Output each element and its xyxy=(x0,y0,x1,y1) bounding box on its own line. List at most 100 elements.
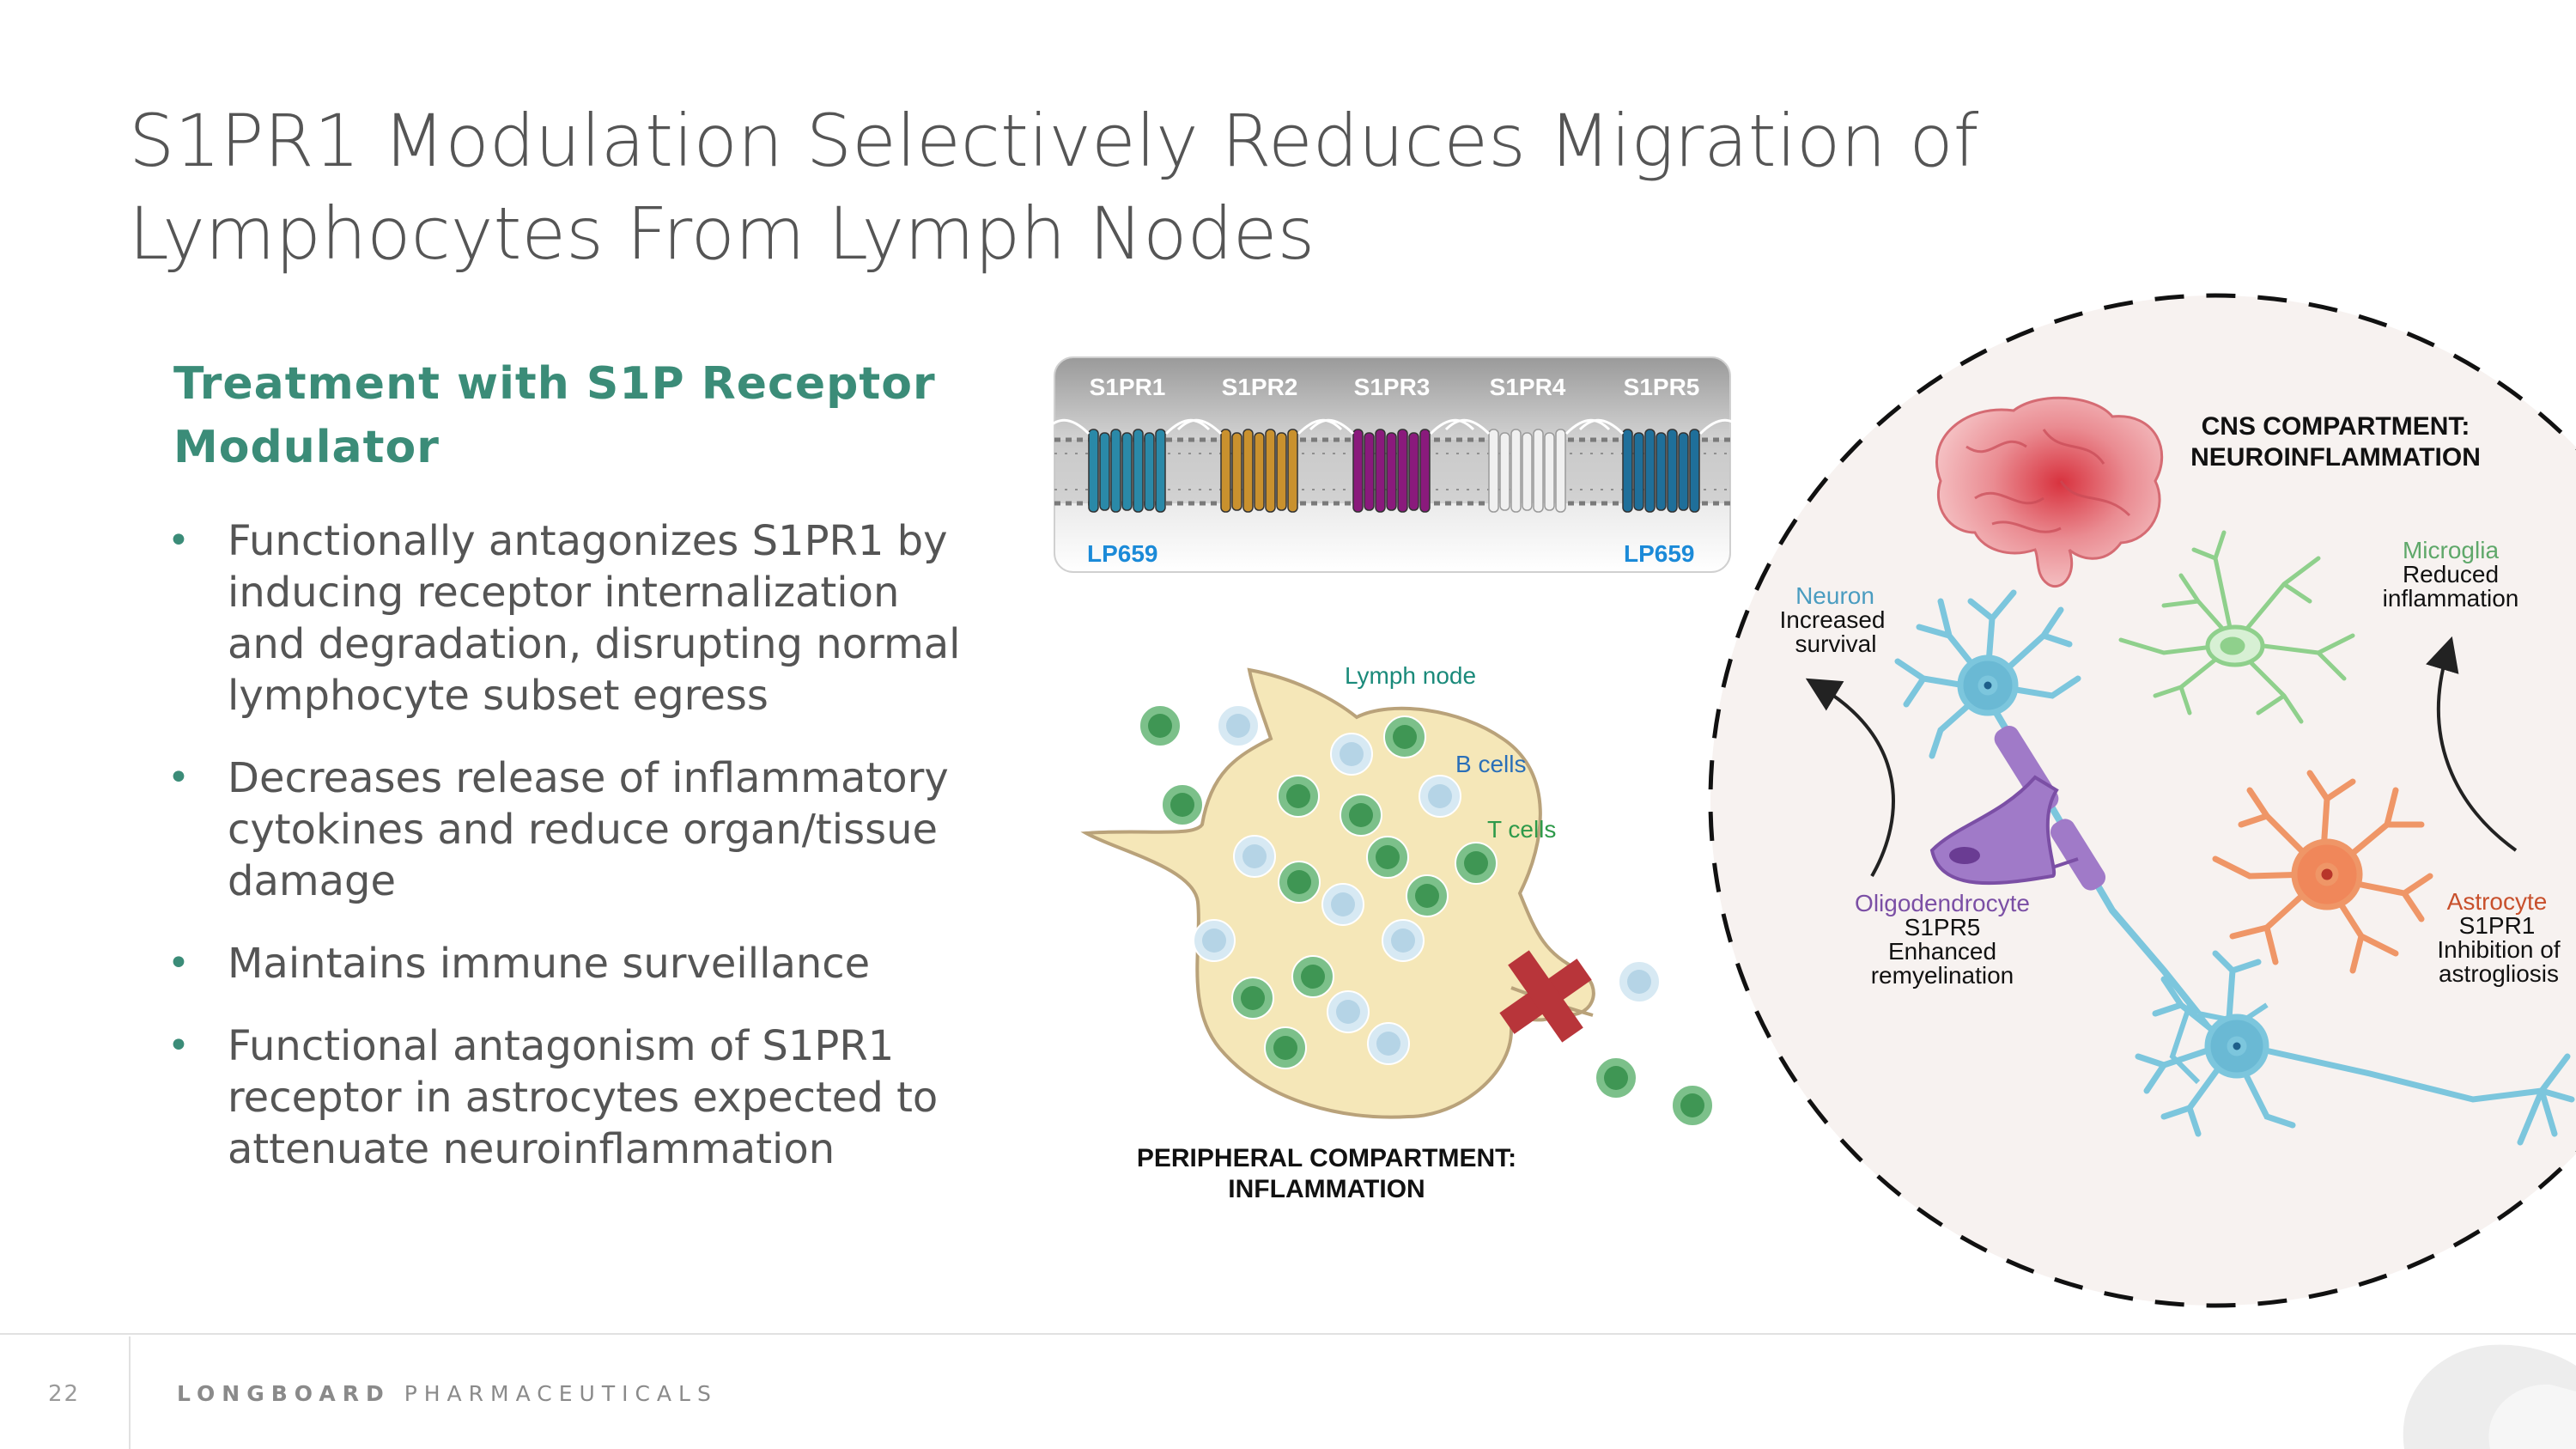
b-cell-icon xyxy=(1193,919,1236,962)
astrocyte-effect-line-1: Inhibition of xyxy=(2437,936,2560,963)
cns-compartment: CNS COMPARTMENT: NEUROINFLAMMATION xyxy=(1708,293,2576,1308)
drug-label-left: LP659 xyxy=(1087,540,1158,567)
peripheral-compartment: Lymph node B cells T cells PERIPHERAL CO… xyxy=(1080,662,1714,1203)
subheading-line-2: Modulator xyxy=(173,422,440,473)
astrocyte-label: Astrocyte xyxy=(2447,888,2548,915)
t-cell-icon xyxy=(1291,955,1334,998)
peripheral-caption-line-1: PERIPHERAL COMPARTMENT: xyxy=(1137,1144,1516,1172)
t-cell-icon xyxy=(1264,1026,1307,1069)
receptor-s1pr4-icon xyxy=(1444,418,1611,513)
b-cell-icon xyxy=(1618,960,1661,1003)
t-cell-icon xyxy=(1139,704,1182,747)
receptor-label-s1pr1: S1PR1 xyxy=(1090,374,1166,400)
neuron-label: Neuron xyxy=(1795,582,1874,609)
b-cell-icon xyxy=(1217,704,1260,747)
receptor-label-s1pr2: S1PR2 xyxy=(1222,374,1298,400)
page-number: 22 xyxy=(48,1381,81,1407)
oligodendrocyte-receptor: S1PR5 xyxy=(1905,914,1981,941)
receptor-s1pr3-icon xyxy=(1309,418,1475,513)
footer-rule xyxy=(0,1333,2576,1335)
neuron-cell-icon xyxy=(1894,589,2081,759)
t-cell-icon xyxy=(1671,1084,1714,1127)
microglia-effect-line-1: Reduced xyxy=(2403,561,2499,588)
bullet-line: cytokines and reduce organ/tissue xyxy=(228,806,939,854)
t-cell-icon xyxy=(1406,874,1449,917)
t-cell-icon xyxy=(1278,861,1321,904)
oligodendrocyte-cell-icon xyxy=(1929,775,2079,886)
bullet-dot-icon: • xyxy=(167,756,190,800)
company-name: LONGBOARD PHARMACEUTICALS xyxy=(177,1381,718,1406)
arrow-astrocyte-to-microglia xyxy=(2426,636,2518,852)
receptor-s1pr2-icon xyxy=(1176,418,1343,513)
bullet-dot-icon: • xyxy=(167,519,190,563)
microglia-effect-line-2: inflammation xyxy=(2383,585,2519,612)
b-cell-icon xyxy=(1367,1022,1410,1065)
slide-title: S1PR1 Modulation Selectively Reduces Mig… xyxy=(129,94,2275,280)
bullet-line: Functionally antagonizes S1PR1 by xyxy=(228,517,948,565)
company-name-light: PHARMACEUTICALS xyxy=(404,1381,718,1406)
microglia-cell-icon xyxy=(2118,530,2355,724)
t-cell-icon xyxy=(1231,977,1274,1020)
receptor-label-s1pr5: S1PR5 xyxy=(1624,374,1700,400)
b-cell-icon xyxy=(1327,990,1370,1033)
receptor-label-s1pr3: S1PR3 xyxy=(1354,374,1431,400)
b-cell-icon xyxy=(1321,883,1364,926)
bullet-line: and degradation, disrupting normal xyxy=(228,620,961,668)
microglia-label: Microglia xyxy=(2403,537,2499,563)
b-cell-icon xyxy=(1419,775,1461,818)
t-cell-icon xyxy=(1595,1056,1637,1099)
red-cross-icon xyxy=(1499,950,1592,1043)
bullet-line: receptor in astrocytes expected to xyxy=(228,1074,939,1122)
t-cell-icon xyxy=(1340,794,1382,837)
t-cell-icon xyxy=(1161,783,1204,826)
subheading-line-1: Treatment with S1P Receptor xyxy=(173,358,936,410)
cns-title-line-1: CNS COMPARTMENT: xyxy=(2202,412,2470,441)
longboard-wave-watermark xyxy=(2403,1344,2576,1449)
astrocyte-receptor: S1PR1 xyxy=(2459,912,2536,939)
bullet-line: damage xyxy=(228,857,397,905)
t-cells-label: T cells xyxy=(1487,816,1556,843)
bullet-item: • Decreases release of inflammatory cyto… xyxy=(167,752,1026,907)
receptor-label-s1pr4: S1PR4 xyxy=(1490,374,1566,400)
slide-title-line-2: Lymphocytes From Lymph Nodes xyxy=(129,192,1315,276)
brain-icon xyxy=(1935,396,2164,588)
bullet-item: • Maintains immune surveillance xyxy=(167,938,1026,989)
bullet-line: attenuate neuroinflammation xyxy=(228,1125,835,1173)
astrocyte-cell-icon xyxy=(2212,770,2433,974)
receptor-panel: S1PR1 S1PR2 S1PR3 S1PR4 S1PR5 LP659 LP65… xyxy=(1044,356,1745,573)
footer-divider xyxy=(129,1336,131,1449)
b-cell-icon xyxy=(1330,733,1373,776)
bullet-item: • Functional antagonism of S1PR1 recepto… xyxy=(167,1020,1026,1175)
bullet-line: Decreases release of inflammatory xyxy=(228,754,949,802)
oligodendrocyte-label: Oligodendrocyte xyxy=(1855,890,2030,916)
lymph-node-label: Lymph node xyxy=(1345,662,1476,689)
cns-title-line-2: NEUROINFLAMMATION xyxy=(2190,443,2481,472)
neuron-lower-cell-icon xyxy=(2135,950,2575,1146)
subheading: Treatment with S1P Receptor Modulator xyxy=(173,352,989,479)
receptor-s1pr5-icon xyxy=(1578,418,1745,513)
bullet-dot-icon: • xyxy=(167,1024,190,1068)
peripheral-caption-line-2: INFLAMMATION xyxy=(1228,1175,1425,1203)
t-cell-icon xyxy=(1455,842,1498,885)
cns-circle xyxy=(1708,293,2576,1308)
company-name-bold: LONGBOARD xyxy=(177,1381,391,1406)
b-cells-label: B cells xyxy=(1455,751,1526,777)
astrocyte-effect-line-2: astrogliosis xyxy=(2439,960,2559,987)
arrow-oligodendrocyte-to-neuron xyxy=(1805,678,1895,877)
bullet-line: lymphocyte subset egress xyxy=(228,672,769,720)
oligodendrocyte-effect-line-1: Enhanced xyxy=(1888,938,1996,965)
bullet-item: • Functionally antagonizes S1PR1 by indu… xyxy=(167,515,1026,721)
neuron-effect-line-2: survival xyxy=(1795,630,1877,657)
bullet-line: inducing receptor internalization xyxy=(228,569,900,617)
t-cell-icon xyxy=(1366,836,1409,879)
t-cell-icon xyxy=(1383,715,1426,758)
bullet-line: Functional antagonism of S1PR1 xyxy=(228,1022,895,1070)
b-cell-icon xyxy=(1233,835,1276,878)
oligodendrocyte-effect-line-2: remyelination xyxy=(1871,962,2014,989)
slide-title-line-1: S1PR1 Modulation Selectively Reduces Mig… xyxy=(129,99,1979,183)
drug-label-right: LP659 xyxy=(1624,540,1695,567)
neuron-effect-line-1: Increased xyxy=(1780,606,1886,633)
bullet-dot-icon: • xyxy=(167,941,190,985)
bullet-list: • Functionally antagonizes S1PR1 by indu… xyxy=(167,515,1026,1206)
bullet-line: Maintains immune surveillance xyxy=(228,940,871,988)
